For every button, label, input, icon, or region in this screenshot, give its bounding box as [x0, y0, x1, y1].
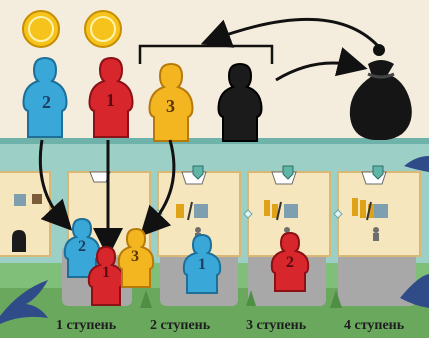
worker-number: 2	[78, 238, 86, 255]
bag-icon	[349, 60, 412, 140]
coin-icon	[22, 10, 60, 48]
worker-icon	[182, 233, 222, 294]
worker-icon	[87, 245, 125, 306]
worker-number: 2	[42, 92, 51, 112]
worker-icon	[117, 227, 155, 288]
step-label-3: 3 ступень	[246, 318, 307, 333]
step-label-2: 2 ступень	[150, 318, 211, 333]
worker-number: 2	[286, 254, 294, 271]
worker-icon	[270, 231, 310, 292]
coin-icon	[84, 10, 122, 48]
worker-number: 3	[166, 96, 175, 116]
worker-icon	[63, 217, 101, 278]
worker-icon	[22, 56, 68, 138]
worker-number: 3	[131, 248, 139, 265]
step-label-4: 4 ступень	[344, 318, 405, 333]
step-label-1: 1 ступень	[56, 318, 117, 333]
worker-icon	[88, 56, 134, 138]
worker-number: 1	[198, 256, 206, 273]
worker-icon	[217, 62, 263, 142]
worker-number: 1	[102, 264, 110, 281]
worker-number: 1	[106, 90, 115, 110]
